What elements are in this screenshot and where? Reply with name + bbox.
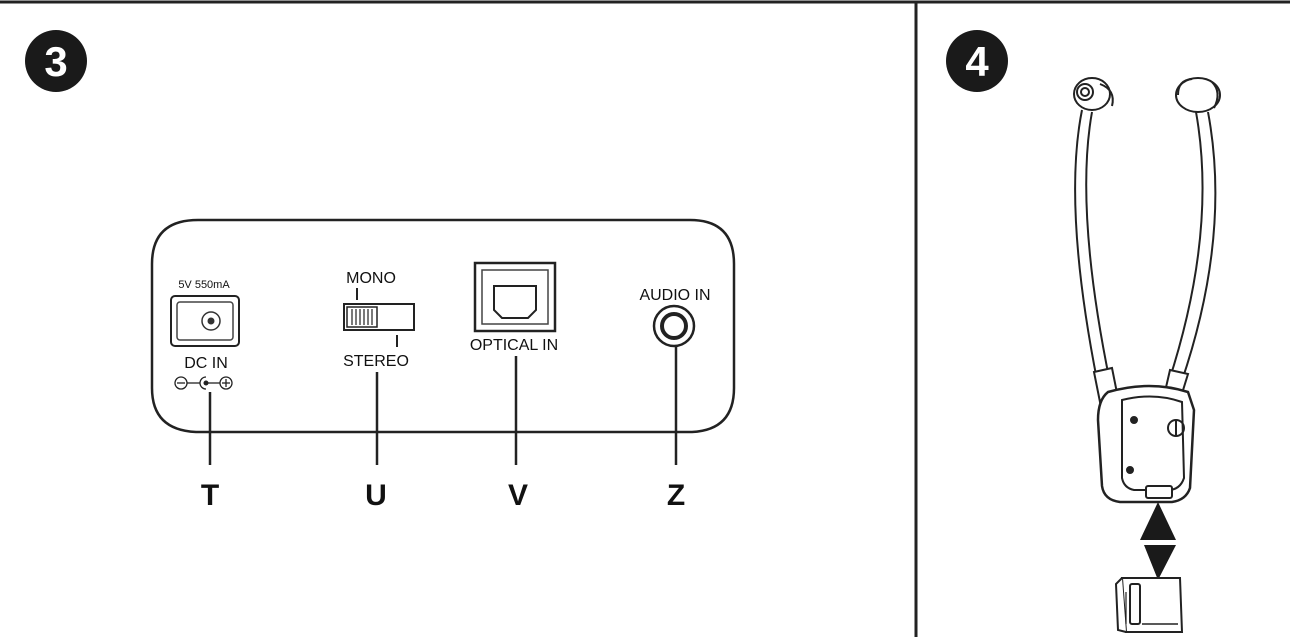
- panel-outline: [150, 218, 736, 434]
- receiver-body: [1096, 384, 1196, 504]
- transmitter-rear-panel: [150, 218, 736, 434]
- arrow-down: [1144, 545, 1176, 580]
- callout-z: Z: [667, 479, 685, 512]
- callout-t: T: [201, 479, 219, 512]
- step-4-number: 4: [965, 38, 989, 85]
- callout-u: U: [365, 479, 387, 512]
- callout-lines: [208, 346, 678, 465]
- insert-arrows: [1140, 502, 1176, 580]
- stethoscope-headset: [1073, 77, 1221, 504]
- stereo-label: STEREO: [343, 353, 409, 370]
- callout-v: V: [508, 479, 528, 512]
- battery-pack: [1114, 577, 1184, 633]
- dc-in-label: DC IN: [184, 355, 228, 372]
- mono-stereo-switch: MONO STEREO: [343, 270, 415, 370]
- optical-in-port: OPTICAL IN: [470, 261, 558, 354]
- power-rating-label: 5V 550mA: [178, 279, 230, 291]
- dc-in-jack: 5V 550mA DC IN: [170, 279, 240, 390]
- audio-in-label: AUDIO IN: [639, 287, 710, 304]
- polarity-symbol: [174, 376, 233, 390]
- optical-in-label: OPTICAL IN: [470, 337, 558, 354]
- step-3-number: 3: [44, 38, 67, 85]
- arrow-up: [1140, 502, 1176, 540]
- audio-in-jack: AUDIO IN: [639, 287, 711, 348]
- step-4-badge: 4: [946, 30, 1008, 92]
- mono-label: MONO: [346, 270, 396, 287]
- left-earbud: [1073, 77, 1114, 111]
- right-earbud: [1175, 77, 1221, 113]
- step-3-badge: 3: [25, 30, 87, 92]
